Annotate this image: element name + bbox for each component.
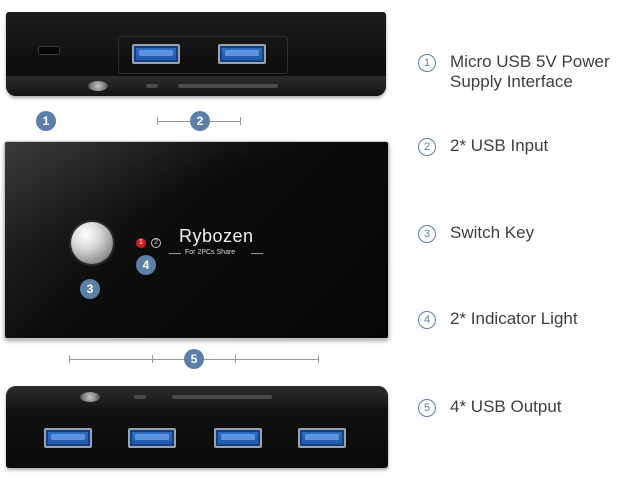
legend-label: Switch Key [450,223,535,242]
usb-output-port-2 [128,428,176,448]
logo-icon [88,81,108,91]
device-marking [178,84,278,88]
legend-label: 4* USB Output [450,397,562,416]
device-output-side [6,386,388,468]
dimension-tick [152,355,153,363]
usb-output-port-1 [44,428,92,448]
legend-number: 2 [418,138,436,156]
device-marking [172,395,272,399]
callout-marker-4: 4 [136,255,156,275]
usb-output-port-4 [298,428,346,448]
input-port-frame [118,36,288,74]
brand-divider [169,253,181,254]
legend-label: 2* USB Input [450,136,549,155]
legend-label-line: Supply Interface [450,72,573,91]
brand-logo: Rybozen [179,226,254,246]
callout-marker-3: 3 [80,279,100,299]
switch-key [71,222,113,264]
indicator-light-1: 1 [136,238,146,248]
usb-input-port-2 [218,44,266,64]
legend-label-line: Micro USB 5V Power [450,52,610,71]
legend-number: 5 [418,399,436,417]
device-input-side [6,12,386,96]
device-marking [146,84,158,88]
callout-marker-5: 5 [184,349,204,369]
device-top-face: 1 2 Rybozen For 2PCs Share [4,141,389,339]
dimension-tick [318,355,319,363]
device-marking [134,395,146,399]
legend-number: 4 [418,311,436,329]
dimension-tick [235,355,236,363]
usb-input-port-1 [132,44,180,64]
usb-output-port-3 [214,428,262,448]
dimension-tick [69,355,70,363]
dimension-tick [157,117,158,125]
indicator-light-2: 2 [151,238,161,248]
brand-divider [251,253,263,254]
micro-usb-port [38,46,60,55]
brand-tagline: For 2PCs Share [185,249,236,256]
legend-number: 1 [418,54,436,72]
dimension-tick [240,117,241,125]
logo-icon [80,392,100,402]
legend-number: 3 [418,225,436,243]
callout-marker-1: 1 [36,111,56,131]
surface-sheen [5,142,388,338]
callout-marker-2: 2 [190,111,210,131]
legend-label: Micro USB 5V Power Supply Interface [450,52,610,92]
legend-label: 2* Indicator Light [450,309,578,328]
